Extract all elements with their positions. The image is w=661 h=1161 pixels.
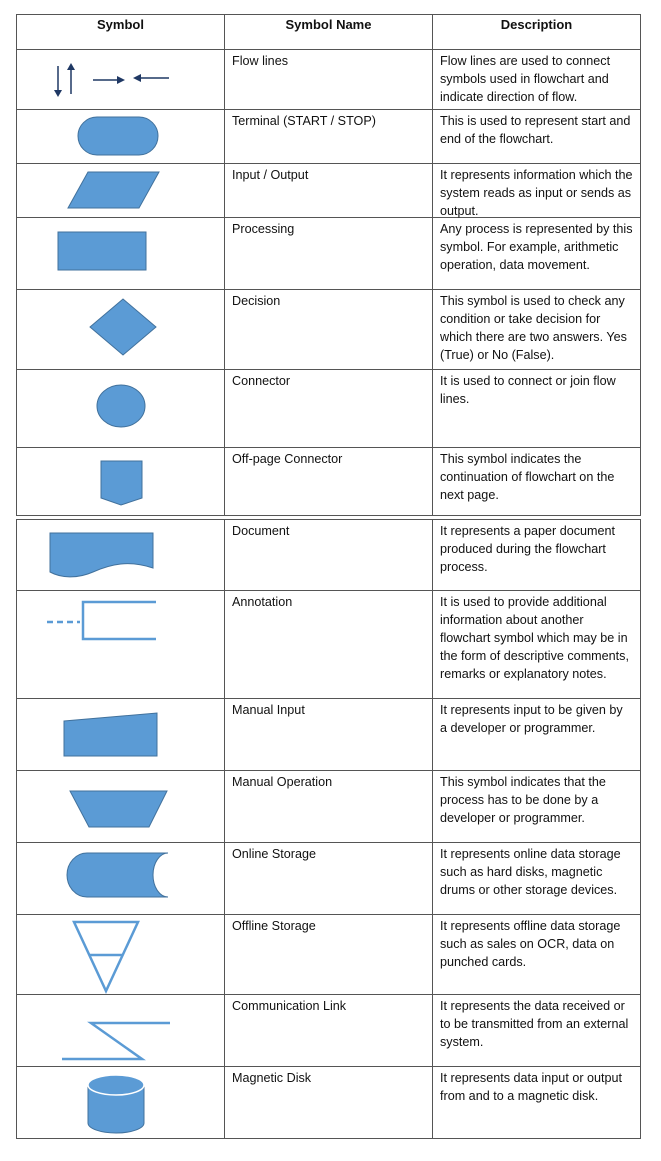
symbol-name: Communication Link xyxy=(225,995,433,1066)
offline-storage-icon xyxy=(72,920,140,994)
symbol-name: Online Storage xyxy=(225,843,433,914)
terminal-icon xyxy=(77,116,159,156)
table-row: Manual Input It represents input to be g… xyxy=(16,699,641,771)
table-row: Flow lines Flow lines are used to connec… xyxy=(16,50,641,110)
symbol-description: It is used to connect or join flow lines… xyxy=(440,374,616,406)
symbol-description: It represents input to be given by a dev… xyxy=(440,703,623,735)
table-row: Magnetic Disk It represents data input o… xyxy=(16,1067,641,1139)
symbol-description: This symbol indicates that the process h… xyxy=(440,775,606,825)
symbol-name: Annotation xyxy=(225,591,433,698)
manual-input-icon xyxy=(63,712,158,757)
table-row: Online Storage It represents online data… xyxy=(16,843,641,915)
header-symbol-name: Symbol Name xyxy=(225,15,433,49)
input-output-icon xyxy=(67,171,160,209)
symbol-name: Input / Output xyxy=(225,164,433,217)
symbol-description: It represents a paper document produced … xyxy=(440,524,616,574)
symbol-name: Manual Operation xyxy=(225,771,433,842)
magnetic-disk-icon xyxy=(87,1074,145,1134)
table-row: Decision This symbol is used to check an… xyxy=(16,290,641,370)
symbol-description: It represents information which the syst… xyxy=(440,168,633,218)
symbol-description: It represents the data received or to be… xyxy=(440,999,629,1049)
off-page-connector-icon xyxy=(100,460,143,506)
symbol-name: Flow lines xyxy=(225,50,433,109)
symbol-name: Off-page Connector xyxy=(225,448,433,515)
symbol-description: This is used to represent start and end … xyxy=(440,114,631,146)
manual-operation-icon xyxy=(69,790,168,828)
table-header-row: Symbol Symbol Name Description xyxy=(16,14,641,50)
symbol-description: It represents data input or output from … xyxy=(440,1071,623,1103)
table-row: Communication Link It represents the dat… xyxy=(16,995,641,1067)
symbol-description: Any process is represented by this symbo… xyxy=(440,222,633,272)
communication-link-icon xyxy=(62,1021,170,1061)
flow-lines-icon xyxy=(54,63,169,97)
symbol-name: Decision xyxy=(225,290,433,369)
table-row: Annotation It is used to provide additio… xyxy=(16,591,641,699)
symbol-description: It is used to provide additional informa… xyxy=(440,595,629,681)
symbol-name: Manual Input xyxy=(225,699,433,770)
table-row: Input / Output It represents information… xyxy=(16,164,641,218)
table-row: Connector It is used to connect or join … xyxy=(16,370,641,448)
symbol-name: Magnetic Disk xyxy=(225,1067,433,1138)
document-icon xyxy=(49,532,154,578)
symbol-description: This symbol indicates the continuation o… xyxy=(440,452,615,502)
header-symbol: Symbol xyxy=(17,15,225,49)
symbol-description: It represents online data storage such a… xyxy=(440,847,621,897)
table-row: Document It represents a paper document … xyxy=(16,519,641,591)
table-row: Terminal (START / STOP) This is used to … xyxy=(16,110,641,164)
symbol-description: It represents offline data storage such … xyxy=(440,919,621,969)
symbol-description: Flow lines are used to connect symbols u… xyxy=(440,54,611,104)
connector-icon xyxy=(96,384,146,428)
online-storage-icon xyxy=(66,852,169,898)
symbol-name: Processing xyxy=(225,218,433,289)
table-row: Offline Storage It represents offline da… xyxy=(16,915,641,995)
processing-icon xyxy=(57,231,147,271)
header-description: Description xyxy=(500,17,573,32)
table-row: Processing Any process is represented by… xyxy=(16,218,641,290)
decision-icon xyxy=(89,298,157,356)
table-row: Manual Operation This symbol indicates t… xyxy=(16,771,641,843)
annotation-icon xyxy=(47,600,156,641)
symbol-name: Connector xyxy=(225,370,433,447)
symbol-name: Offline Storage xyxy=(225,915,433,994)
symbol-name: Document xyxy=(225,520,433,590)
symbol-description: This symbol is used to check any conditi… xyxy=(440,294,627,362)
symbol-name: Terminal (START / STOP) xyxy=(225,110,433,163)
table-row: Off-page Connector This symbol indicates… xyxy=(16,448,641,516)
